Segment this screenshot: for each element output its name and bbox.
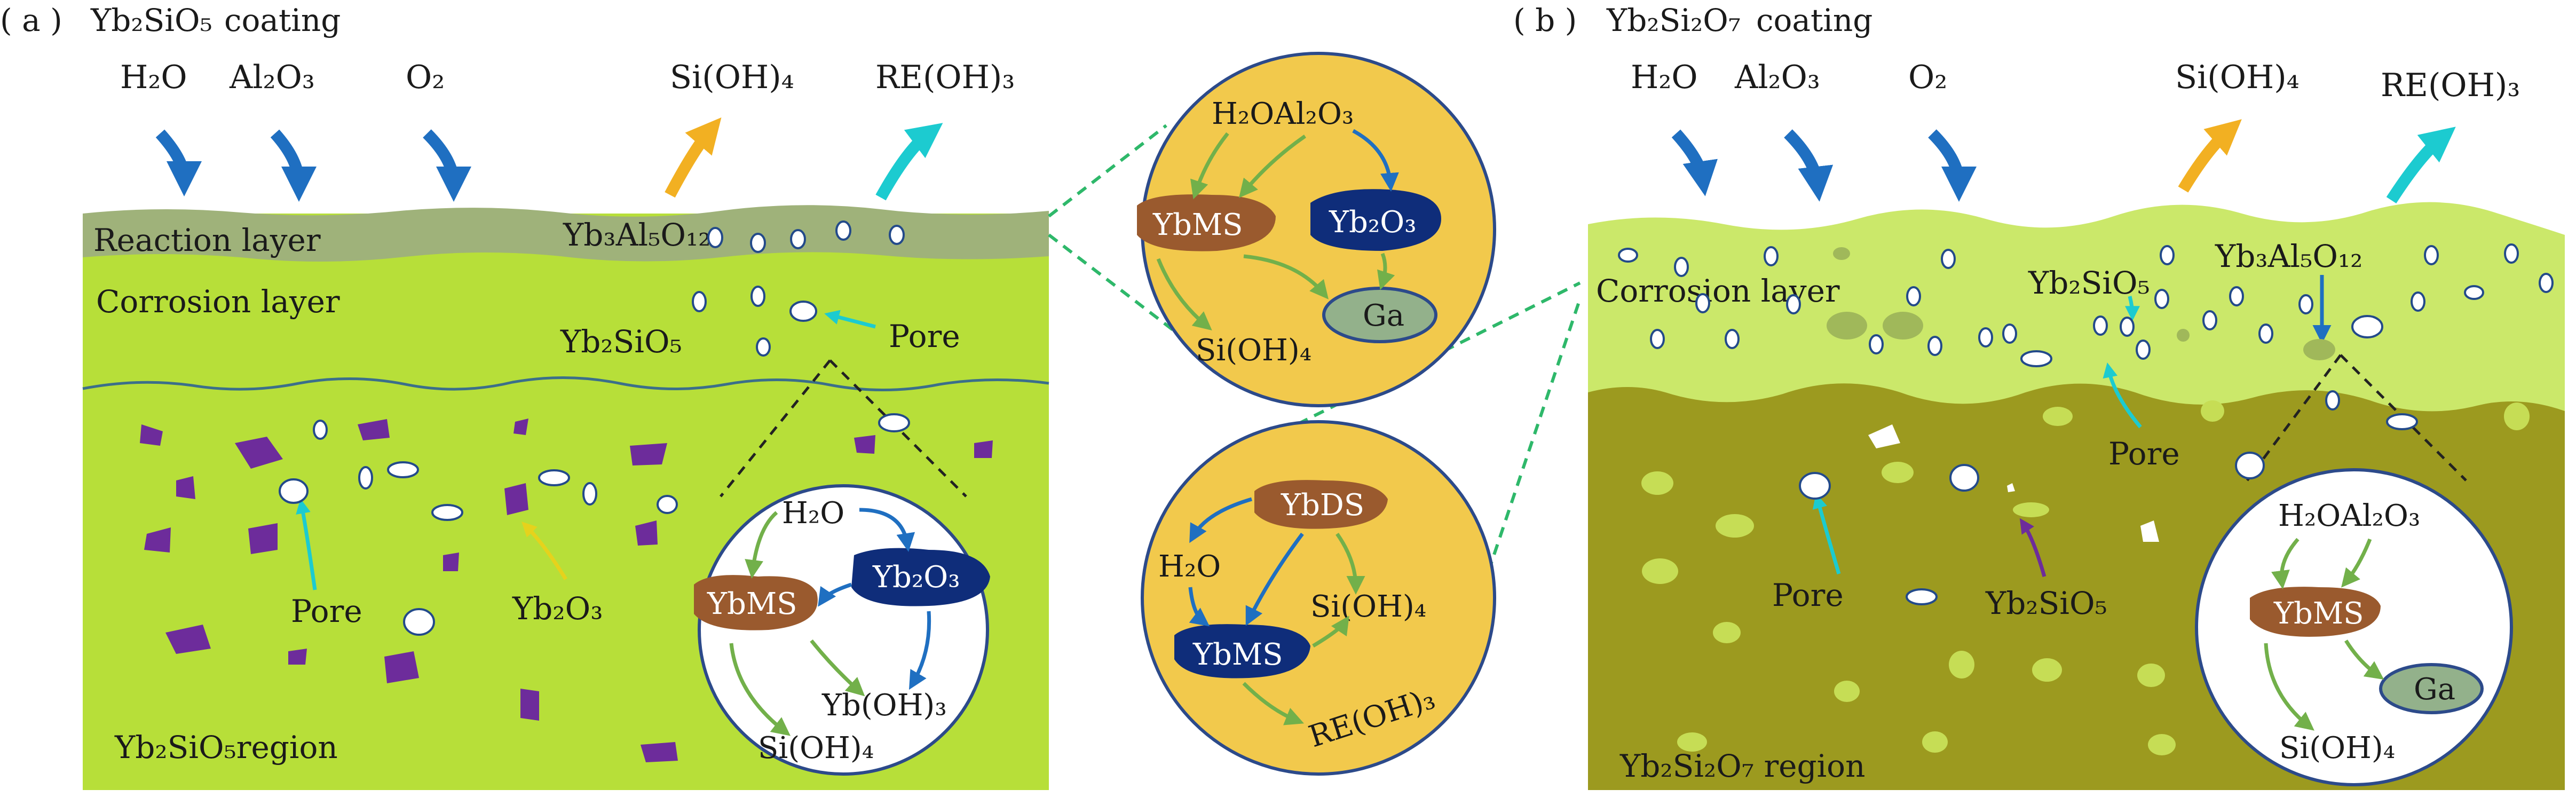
panel-a-sioh4-arrow xyxy=(665,117,722,198)
panel-a-inset-node-ybms xyxy=(694,575,818,630)
panel-a-reoh3-arrow xyxy=(875,123,943,201)
panel-b-title-suffix: coating xyxy=(1756,2,1872,38)
panel-a-yb2o3-label: Yb₂O₃ xyxy=(512,590,603,627)
panel-b-particles xyxy=(1618,243,2554,755)
middle-top-node-ga-label: Ga xyxy=(1363,298,1404,333)
panel-b: ( b ) Yb₂Si₂O₇ coating H₂O Al₂O₃ O₂ Si(O… xyxy=(1513,2,2565,790)
middle-bottom-node-ybds xyxy=(1254,480,1388,529)
panel-a-region-label: Yb₂SiO₅region xyxy=(114,729,338,766)
panel-a-title-formula: Yb₂SiO₅ xyxy=(90,2,212,38)
panel-a-yb2o3-pointer xyxy=(521,522,567,580)
panel-a-title-prefix: ( a ) xyxy=(0,2,62,38)
middle-top-node-ybms-label: YbMS xyxy=(1152,208,1243,242)
panel-a-inset-product-sioh4: Si(OH)₄ xyxy=(758,731,874,766)
panel-a-inset-h2o: H₂O xyxy=(782,496,844,531)
panel-a-pore-label-top: Pore xyxy=(889,318,960,354)
panel-a-reaction-product-label: Yb₃Al₅O₁₂ xyxy=(563,217,710,253)
panel-b-phase1-label: Yb₂SiO₅ xyxy=(2028,265,2150,301)
panel-b-phase2-label: Yb₃Al₅O₁₂ xyxy=(2215,238,2362,274)
panel-b-inset-product: Si(OH)₄ xyxy=(2279,731,2395,766)
panel-b-inset-node-ga-label: Ga xyxy=(2414,672,2455,707)
middle-top-product: Si(OH)₄ xyxy=(1196,333,1311,368)
middle-bottom-node-ybms xyxy=(1174,624,1310,678)
panel-a-corrosion-boundary xyxy=(82,376,1049,392)
panel-a-inset-node-yb2o3-label: Yb₂O₃ xyxy=(872,560,960,595)
panel-b-al2o3-arrow xyxy=(1784,129,1834,202)
panel-b-inset-node-ybms xyxy=(2250,587,2381,637)
panel-a-input-al2o3: Al₂O₃ xyxy=(229,59,315,96)
middle-bottom-product-sioh4: Si(OH)₄ xyxy=(1310,589,1426,624)
panel-b-reoh3-arrow xyxy=(2386,127,2456,203)
panel-a-o2-arrow xyxy=(423,129,471,202)
panel-b-inset-node-ybms-label: YbMS xyxy=(2273,596,2364,631)
panel-a-inset-node-yb2o3 xyxy=(851,548,990,606)
panel-a-pore-pointer-bottom xyxy=(296,498,317,590)
panel-a-reaction-layer-label: Reaction layer xyxy=(93,222,321,258)
panel-a-output-reoh3: RE(OH)₃ xyxy=(875,59,1015,96)
panel-b-input-al2o3: Al₂O₃ xyxy=(1734,59,1820,96)
panel-a-input-o2: O₂ xyxy=(406,59,445,96)
middle-top-node-yb2o3 xyxy=(1310,189,1441,251)
panel-a-inset-product-yboh3: Yb(OH)₃ xyxy=(821,688,947,723)
panel-a-corrosion-layer-label: Corrosion layer xyxy=(96,283,340,320)
middle-insets: H₂OAl₂O₃ YbMS Yb₂O₃ Ga Si(OH)₄ H₂O YbDS … xyxy=(1048,52,1582,776)
panel-a-title-suffix: coating xyxy=(224,2,341,38)
panel-b-pore-label-left: Pore xyxy=(1772,577,1844,613)
panel-b-input-h2o: H₂O xyxy=(1631,59,1698,96)
panel-a-pore-pointer-top xyxy=(824,310,876,329)
panel-a-reaction-layer xyxy=(83,205,1049,262)
middle-top-node-ybms xyxy=(1137,194,1276,251)
middle-bottom-node-ybds-label: YbDS xyxy=(1281,488,1364,523)
panel-b-inset-reactants: H₂OAl₂O₃ xyxy=(2278,499,2420,533)
panel-b-title-prefix: ( b ) xyxy=(1513,2,1577,38)
panel-a-h2o-arrow xyxy=(155,129,202,196)
panel-a-inset-connector-right xyxy=(829,359,967,498)
panel-b-h2o-arrow xyxy=(1671,129,1718,196)
panel-b-title-formula: Yb₂Si₂O₇ xyxy=(1606,2,1741,38)
panel-a-inset-node-ybms-label: YbMS xyxy=(707,587,797,621)
panel-b-inset-node-ga xyxy=(2379,663,2484,714)
panel-a-corrosion-phase-label: Yb₂SiO₅ xyxy=(560,323,682,360)
panel-b-region-label: Yb₂Si₂O₇ region xyxy=(1619,748,1865,784)
panel-b-o2-arrow xyxy=(1928,129,1977,202)
panel-a-particles xyxy=(140,220,993,762)
panel-b-corrosion-layer-label: Corrosion layer xyxy=(1596,273,1840,309)
middle-bottom-node-ybms-label: YbMS xyxy=(1192,637,1283,672)
panel-a-output-sioh4: Si(OH)₄ xyxy=(670,59,794,96)
panel-b-input-o2: O₂ xyxy=(1908,59,1947,96)
panel-b-sioh4-arrow xyxy=(2178,119,2242,193)
panel-b-ybsio-label: Yb₂SiO₅ xyxy=(1985,585,2107,621)
middle-top-reactants: H₂OAl₂O₃ xyxy=(1212,97,1354,131)
middle-bottom-h2o: H₂O xyxy=(1158,549,1221,584)
panel-b-pore-label-right: Pore xyxy=(2108,436,2180,472)
panel-b-output-sioh4: Si(OH)₄ xyxy=(2175,59,2300,96)
middle-top-node-yb2o3-label: Yb₂O₃ xyxy=(1329,205,1417,240)
panel-b-output-reoh3: RE(OH)₃ xyxy=(2381,67,2520,104)
panel-a-input-h2o: H₂O xyxy=(120,59,187,96)
panel-a-al2o3-arrow xyxy=(270,129,317,202)
panel-a-pore-label-bottom: Pore xyxy=(291,593,362,629)
panel-a-inset-connector-left xyxy=(720,359,831,498)
panel-a: ( a ) Yb₂SiO₅ coating H₂O Al₂O₃ O₂ Si(OH… xyxy=(0,2,1049,790)
middle-bottom-inset-circle xyxy=(1141,420,1496,776)
